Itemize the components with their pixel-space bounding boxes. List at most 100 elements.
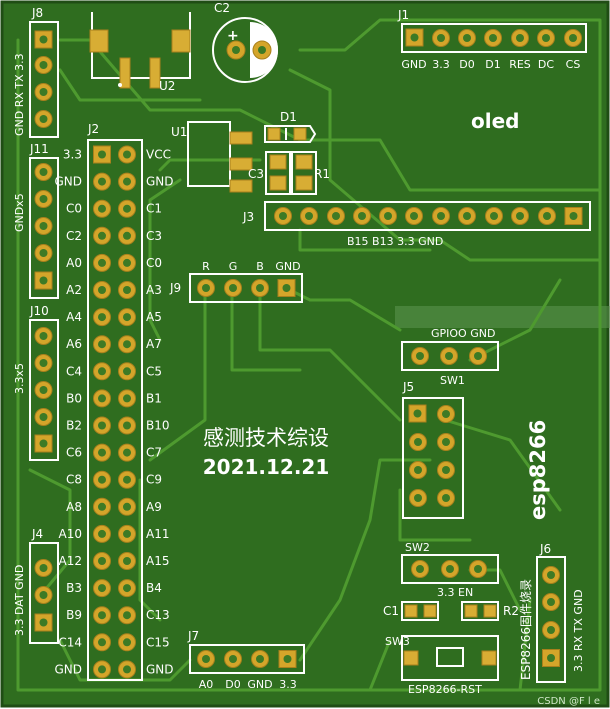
oled-label: oled xyxy=(471,109,519,133)
ref-j11: J11 xyxy=(29,142,49,156)
ref-u1: U1 xyxy=(171,125,187,139)
j2-pad-hole xyxy=(123,475,131,484)
connector-j5 xyxy=(402,397,464,519)
j2-left-label: A6 xyxy=(66,337,82,351)
svg-text:+: + xyxy=(227,28,239,44)
ref-j9: J9 xyxy=(169,281,181,295)
j2-left-label: C2 xyxy=(66,229,82,243)
j2-right-label: C13 xyxy=(146,608,170,622)
connector-j2 xyxy=(87,139,143,681)
j2-pad-hole xyxy=(98,502,106,511)
j2-pad-hole xyxy=(98,150,106,159)
j2-pad-hole xyxy=(123,150,131,159)
ref-j8: J8 xyxy=(31,6,43,20)
j6-label-cn: ESP8266固件烧录 xyxy=(519,579,533,680)
j2-pad-hole xyxy=(123,204,131,213)
connector-j3 xyxy=(264,201,591,231)
j2-right-label: C0 xyxy=(146,256,162,270)
j9-pin-0: R xyxy=(202,260,210,273)
j2-left-label: C6 xyxy=(66,446,82,460)
j9-pin-2: B xyxy=(256,260,264,273)
j2-left-label: A2 xyxy=(66,283,82,297)
c2-capacitor: + xyxy=(212,17,278,83)
j1-pin-2: D0 xyxy=(459,58,474,71)
j2-left-label: A10 xyxy=(59,527,82,541)
j2-pad-hole xyxy=(98,204,106,213)
sw3-label: ESP8266-RST xyxy=(408,683,482,696)
j2-pad-hole xyxy=(123,177,131,186)
ref-j10: J10 xyxy=(29,304,49,318)
watermark: CSDN @F l e xyxy=(537,696,600,707)
j2-left-label: A4 xyxy=(66,310,82,324)
j2-pad-hole xyxy=(123,611,131,620)
ref-c1: C1 xyxy=(383,604,399,618)
ref-r1: R1 xyxy=(314,167,330,181)
j2-pad-hole xyxy=(98,421,106,430)
j2-left-label: 3.3 xyxy=(63,148,82,162)
j2-pad-hole xyxy=(98,475,106,484)
ref-designators: J8 J11 J10 J4 J2 U2 C2 U1 D1 C3 R1 J1 J3… xyxy=(29,1,551,648)
j2-right-label: A5 xyxy=(146,310,162,324)
j2-left-label: GND xyxy=(54,175,82,189)
j1-pin-3: D1 xyxy=(485,58,500,71)
j9-pin-1: G xyxy=(229,260,238,273)
j2-left-label: A8 xyxy=(66,500,82,514)
j1-pin-5: DC xyxy=(538,58,554,71)
connector-j11 xyxy=(29,157,59,299)
j7-pin-1: D0 xyxy=(225,678,240,691)
j2-pad-hole xyxy=(123,502,131,511)
j2-pad-hole xyxy=(98,394,106,403)
j2-right-label: A3 xyxy=(146,283,162,297)
ref-j4: J4 xyxy=(31,527,43,541)
j2-right-label: A7 xyxy=(146,337,162,351)
j2-pad-hole xyxy=(98,231,106,240)
j2-right-label: C15 xyxy=(146,635,170,649)
j2-pad-hole xyxy=(98,584,106,593)
j4-pin-labels: 3.3 DAT GND xyxy=(13,565,26,636)
j2-right-label: C5 xyxy=(146,364,162,378)
ref-r2: R2 xyxy=(503,604,519,618)
j8-pin-labels: GND RX TX 3.3 xyxy=(13,53,26,136)
j1-pin-6: CS xyxy=(566,58,581,71)
j2-right-label: GND xyxy=(146,662,174,676)
j2-pad-hole xyxy=(98,448,106,457)
connector-j6 xyxy=(536,556,566,683)
j2-right-label: VCC xyxy=(146,148,171,162)
j2-right-label: C1 xyxy=(146,202,162,216)
j2-right-label: A9 xyxy=(146,500,162,514)
ref-j7: J7 xyxy=(187,629,199,643)
j2-left-label: A0 xyxy=(66,256,82,270)
j2-pad-hole xyxy=(123,313,131,322)
sw2-jumper xyxy=(401,554,499,584)
j2-right-label: B1 xyxy=(146,391,162,405)
j2-left-label: C0 xyxy=(66,202,82,216)
j2-pad-hole xyxy=(123,421,131,430)
j1-pin-0: GND xyxy=(401,58,426,71)
j10-label: 3.3x5 xyxy=(13,363,26,394)
j2-pad-hole xyxy=(98,313,106,322)
j2-left-label: GND xyxy=(54,662,82,676)
reflection xyxy=(395,306,610,328)
d1-diode xyxy=(264,125,317,143)
connector-j1 xyxy=(401,23,587,53)
ref-c3: C3 xyxy=(248,167,264,181)
u1-regulator xyxy=(187,121,253,193)
j2-pad-hole xyxy=(123,340,131,349)
j2-right-label: A11 xyxy=(146,527,169,541)
ref-j2: J2 xyxy=(87,122,99,136)
j2-pad-hole xyxy=(123,557,131,565)
ref-sw1: SW1 xyxy=(440,374,465,387)
j2-pad-hole xyxy=(123,638,131,647)
ref-j3: J3 xyxy=(242,210,254,224)
j2-pad-hole xyxy=(123,231,131,240)
j2-pad-hole xyxy=(98,665,106,674)
j2-left-label: B3 xyxy=(66,581,82,595)
u2-module xyxy=(89,12,191,89)
j2-pad-hole xyxy=(123,367,131,376)
j2-pad-hole xyxy=(98,340,106,349)
j2-pad-hole xyxy=(98,177,106,186)
